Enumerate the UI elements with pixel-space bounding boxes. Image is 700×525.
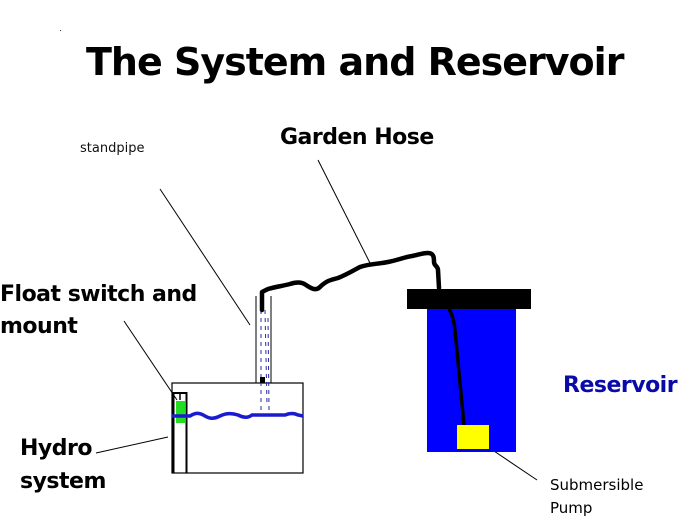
water-drip [260, 309, 270, 415]
hydro-system-label-line1: Hydro [20, 436, 92, 461]
stray-dot [60, 30, 61, 31]
submersible-pump [457, 425, 489, 449]
hydro-system-leader-line [95, 436, 169, 454]
standpipe [255, 296, 272, 383]
reservoir-label: Reservoir [563, 373, 678, 398]
float-switch-label-line1: Float switch and [0, 282, 197, 307]
pump-hose [447, 308, 466, 426]
hydro-system-label-line2: system [20, 469, 106, 494]
standpipe-label: standpipe [80, 141, 144, 156]
pump-label-line2: Pump [550, 499, 592, 517]
standpipe-outlet [260, 377, 265, 383]
float-switch [176, 401, 185, 423]
pump-label-line1: Submersible [550, 476, 643, 494]
garden-hose [259, 250, 442, 313]
standpipe-leader-line [159, 188, 251, 326]
garden-hose-label: Garden Hose [280, 125, 434, 150]
float-switch-leader-line [123, 320, 178, 401]
garden-hose-leader-line [317, 159, 372, 266]
hydro-system-tank [171, 382, 304, 474]
page-title: The System and Reservoir [86, 40, 625, 84]
reservoir-lid [407, 289, 531, 309]
hydro-water-level [172, 411, 304, 420]
float-switch-label-line2: mount [0, 314, 78, 339]
float-switch-mount [172, 392, 188, 473]
pump-leader-line [487, 446, 538, 481]
